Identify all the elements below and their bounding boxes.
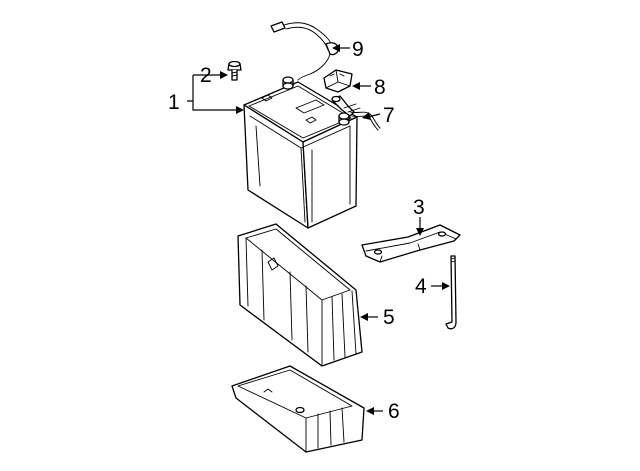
battery[interactable] (243, 76, 358, 229)
hold-down-rod[interactable] (445, 255, 457, 330)
callout-labels: 1 2 3 4 5 6 7 8 9 (168, 38, 427, 423)
lower-tray[interactable] (231, 365, 365, 453)
callout-7: 7 (383, 104, 395, 127)
leader-lines (187, 44, 450, 415)
callout-8: 8 (374, 76, 386, 99)
callout-6: 6 (388, 400, 400, 423)
hold-down-bolt[interactable] (227, 60, 242, 81)
hold-down-bracket[interactable] (361, 224, 461, 263)
terminal-cover[interactable] (323, 69, 353, 93)
battery-tray[interactable] (237, 223, 363, 367)
callout-4: 4 (415, 275, 427, 298)
callout-9: 9 (352, 38, 364, 61)
callout-2: 2 (200, 64, 212, 87)
wire-harness[interactable] (270, 21, 340, 81)
callout-5: 5 (383, 306, 395, 329)
callout-3: 3 (413, 196, 425, 219)
callout-1: 1 (168, 91, 180, 114)
